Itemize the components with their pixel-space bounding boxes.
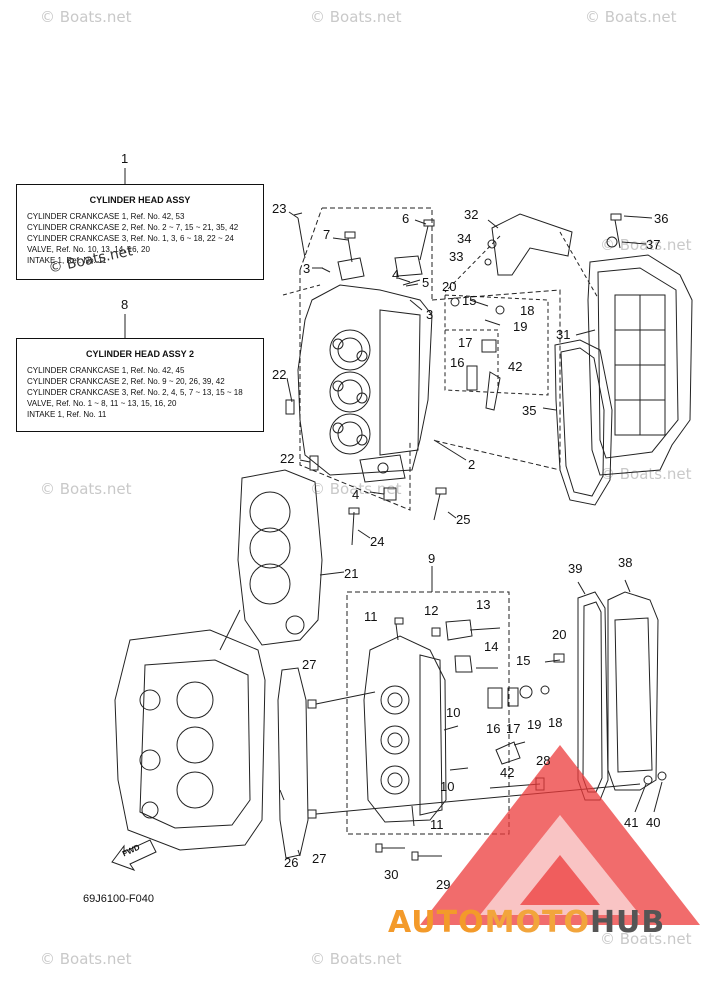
callout-36: 36 [654,211,669,226]
callout-42: 42 [508,359,523,374]
callout-29: 29 [436,877,451,892]
callout-19: 19 [513,319,528,334]
callout-16: 16 [450,355,465,370]
callout-18: 18 [520,303,535,318]
callout-10: 10 [440,779,455,794]
watermark: © Boats.net [310,8,402,26]
watermark: © Boats.net [40,950,132,968]
logo-part-moto: MOTO [484,905,590,940]
callout-40: 40 [646,815,661,830]
callout-15: 15 [462,293,477,308]
logo-part-hub: HUB [589,905,666,940]
callout-16: 16 [486,721,501,736]
callout-19: 19 [527,717,542,732]
box2-title: CYLINDER HEAD ASSY 2 [85,349,195,359]
callout-41: 41 [624,815,639,830]
callout-4: 4 [352,487,360,502]
logo-part-auto: AUTO [388,905,485,940]
box2-line: VALVE, Ref. No. 1 ~ 8, 11 ~ 13, 15, 16, … [27,399,177,408]
watermark: © Boats.net [40,8,132,26]
callout-12: 12 [424,603,439,618]
callout-7: 7 [323,227,331,242]
callout-25: 25 [456,512,471,527]
box2-line: CYLINDER CRANKCASE 1, Ref. No. 42, 45 [27,366,185,375]
cylinder-head-assy-box: CYLINDER HEAD ASSY CYLINDER CRANKCASE 1,… [16,184,264,280]
callout-18: 18 [548,715,563,730]
callout-3: 3 [426,307,434,322]
callout-17: 17 [458,335,473,350]
callout-24: 24 [370,534,385,549]
callout-20: 20 [552,627,567,642]
watermark: © Boats.net [600,930,692,948]
callout-20: 20 [442,279,457,294]
callout-22: 22 [272,367,287,382]
diagram-code: 69J6100-F040 [83,893,154,905]
box2-line: INTAKE 1, Ref. No. 11 [27,410,107,419]
callout-box1: 1 [121,151,129,166]
callout-33: 33 [449,249,464,264]
automotohub-logo-text: AUTOMOTOHUB [388,905,665,940]
callout-37: 37 [646,237,661,252]
callout-39: 39 [568,561,583,576]
box1-title: CYLINDER HEAD ASSY [89,195,191,205]
callout-3: 3 [303,261,311,276]
callout-27: 27 [302,657,317,672]
callout-26: 26 [284,855,299,870]
callout-box2: 8 [121,297,129,312]
callout-13: 13 [476,597,491,612]
callout-38: 38 [618,555,633,570]
callout-14: 14 [484,639,499,654]
callout-35: 35 [522,403,537,418]
callout-27: 27 [312,851,327,866]
cylinder-head-assy-2-box: CYLINDER HEAD ASSY 2 CYLINDER CRANKCASE … [16,338,264,432]
watermark: © Boats.net [585,8,677,26]
watermark: © Boats.net [600,236,692,254]
callout-21: 21 [344,566,359,581]
callout-11: 11 [430,817,444,832]
callout-34: 34 [457,231,472,246]
callout-31: 31 [556,327,571,342]
callout-11: 11 [364,609,378,624]
callout-17: 17 [506,721,521,736]
callout-2: 2 [468,457,476,472]
callout-42: 42 [500,765,515,780]
watermark: © Boats.net [40,480,132,498]
callout-4: 4 [392,267,400,282]
callout-22: 22 [280,451,295,466]
callout-32: 32 [464,207,479,222]
callout-23: 23 [272,201,287,216]
box2-line: CYLINDER CRANKCASE 2, Ref. No. 9 ~ 20, 2… [27,377,225,386]
callout-9: 9 [428,551,436,566]
automotohub-logo-mark [420,745,700,925]
box1-line: CYLINDER CRANKCASE 2, Ref. No. 2 ~ 7, 15… [27,223,239,232]
box1-line: INTAKE 1, Ref. No. 11 [27,256,107,265]
callout-28: 28 [536,753,551,768]
callout-15: 15 [516,653,531,668]
watermark: © Boats.net [600,465,692,483]
box1-line: VALVE, Ref. No. 10, 13, 14, 16, 20 [27,245,150,254]
callout-30: 30 [384,867,399,882]
box1-line: CYLINDER CRANKCASE 3, Ref. No. 1, 3, 6 ~… [27,234,234,243]
callout-10: 10 [446,705,461,720]
box2-line: CYLINDER CRANKCASE 3, Ref. No. 2, 4, 5, … [27,388,243,397]
callout-5: 5 [422,275,430,290]
box1-line: CYLINDER CRANKCASE 1, Ref. No. 42, 53 [27,212,185,221]
watermark: © Boats.net [310,950,402,968]
callout-6: 6 [402,211,410,226]
